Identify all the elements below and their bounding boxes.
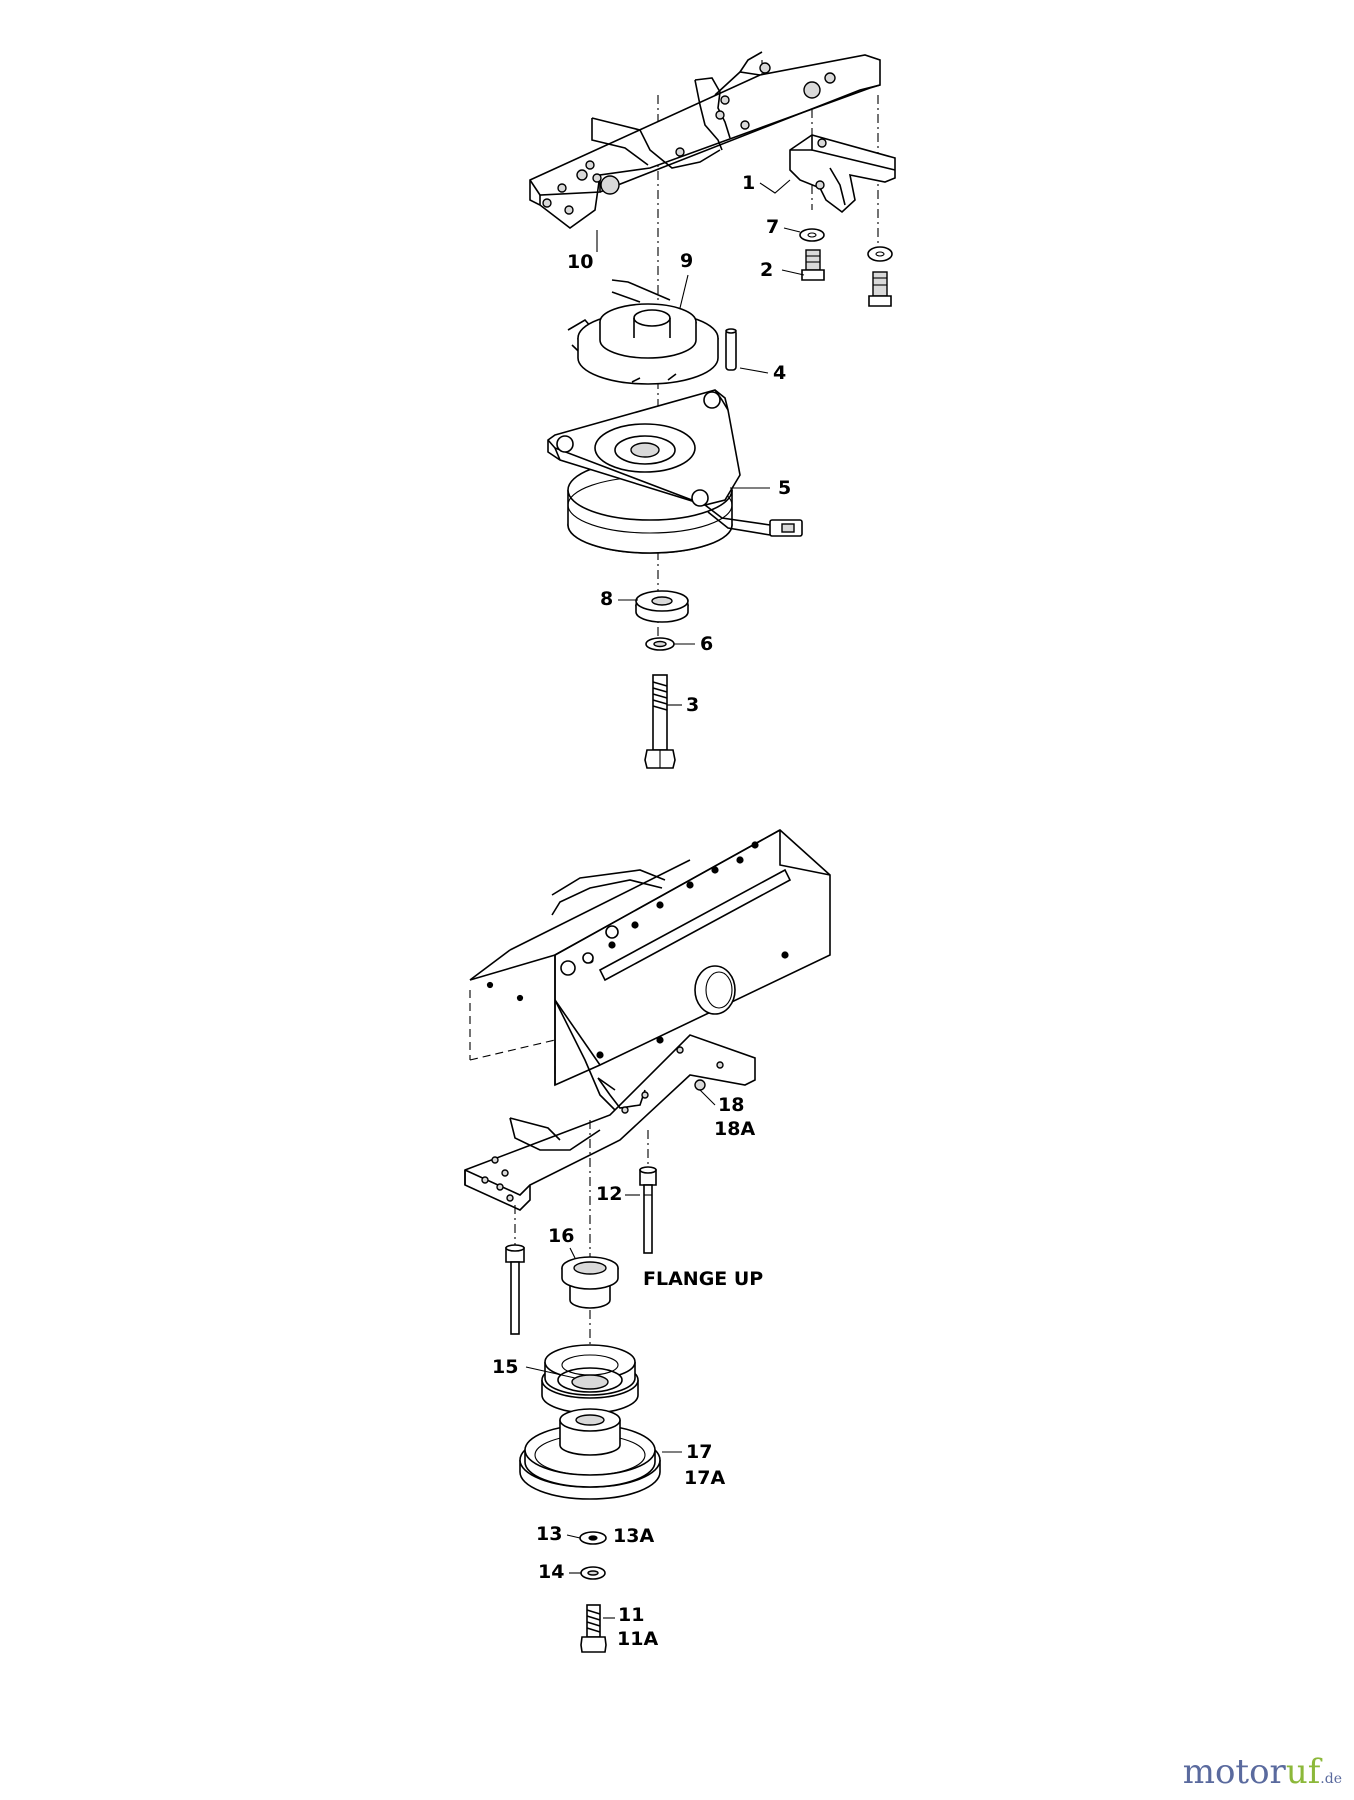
mounting-bracket bbox=[789, 134, 896, 214]
upper-assembly bbox=[529, 51, 896, 769]
callout-12: 12 bbox=[596, 1183, 623, 1205]
key-4 bbox=[725, 328, 737, 371]
callout-9: 9 bbox=[680, 250, 694, 272]
callout-15: 15 bbox=[492, 1356, 519, 1378]
washer-7 bbox=[799, 228, 825, 242]
pulley-15 bbox=[541, 1344, 639, 1414]
callout-18a: 18A bbox=[714, 1118, 756, 1140]
flange-up-note: FLANGE UP bbox=[643, 1268, 764, 1290]
watermark-logo: motoruf.de bbox=[1183, 1752, 1342, 1792]
watermark-tld: .de bbox=[1320, 1771, 1342, 1787]
washer-13 bbox=[579, 1531, 607, 1545]
callout-10: 10 bbox=[567, 251, 594, 273]
frame-bracket bbox=[529, 51, 881, 229]
bolt-11 bbox=[580, 1604, 607, 1653]
callout-16: 16 bbox=[548, 1225, 575, 1247]
callout-11: 11 bbox=[618, 1604, 645, 1626]
callout-6: 6 bbox=[700, 633, 714, 655]
callout-1: 1 bbox=[742, 172, 756, 194]
clutch-5 bbox=[547, 389, 803, 554]
callout-4: 4 bbox=[773, 362, 787, 384]
bolt-2 bbox=[801, 249, 825, 281]
lower-assembly bbox=[464, 829, 831, 1653]
bushing-16 bbox=[561, 1256, 619, 1309]
leader-lines-upper bbox=[596, 179, 805, 706]
callout-17: 17 bbox=[686, 1441, 713, 1463]
callout-5: 5 bbox=[778, 477, 792, 499]
watermark-part-a: motor bbox=[1182, 1752, 1286, 1792]
pulley-9 bbox=[567, 279, 719, 385]
callout-13a: 13A bbox=[613, 1525, 655, 1547]
pulley-17 bbox=[519, 1408, 661, 1500]
callout-11a: 11A bbox=[617, 1628, 659, 1650]
callout-3: 3 bbox=[686, 694, 700, 716]
watermark-part-b: uf bbox=[1285, 1752, 1321, 1792]
lower-bracket-18 bbox=[464, 1034, 756, 1211]
callout-13: 13 bbox=[536, 1523, 563, 1545]
leader-lines-lower bbox=[525, 1089, 716, 1619]
mower-frame bbox=[469, 829, 831, 1116]
callout-17a: 17A bbox=[684, 1467, 726, 1489]
callout-7: 7 bbox=[766, 216, 780, 238]
callout-2: 2 bbox=[760, 259, 774, 281]
bolt-12 bbox=[639, 1166, 657, 1254]
lock-washer-14 bbox=[580, 1566, 606, 1580]
callout-14: 14 bbox=[538, 1561, 565, 1583]
callout-18: 18 bbox=[718, 1094, 745, 1116]
bolt-3 bbox=[644, 674, 676, 769]
callout-8: 8 bbox=[600, 588, 614, 610]
washer-8 bbox=[635, 590, 689, 623]
lock-washer-6 bbox=[645, 637, 675, 651]
